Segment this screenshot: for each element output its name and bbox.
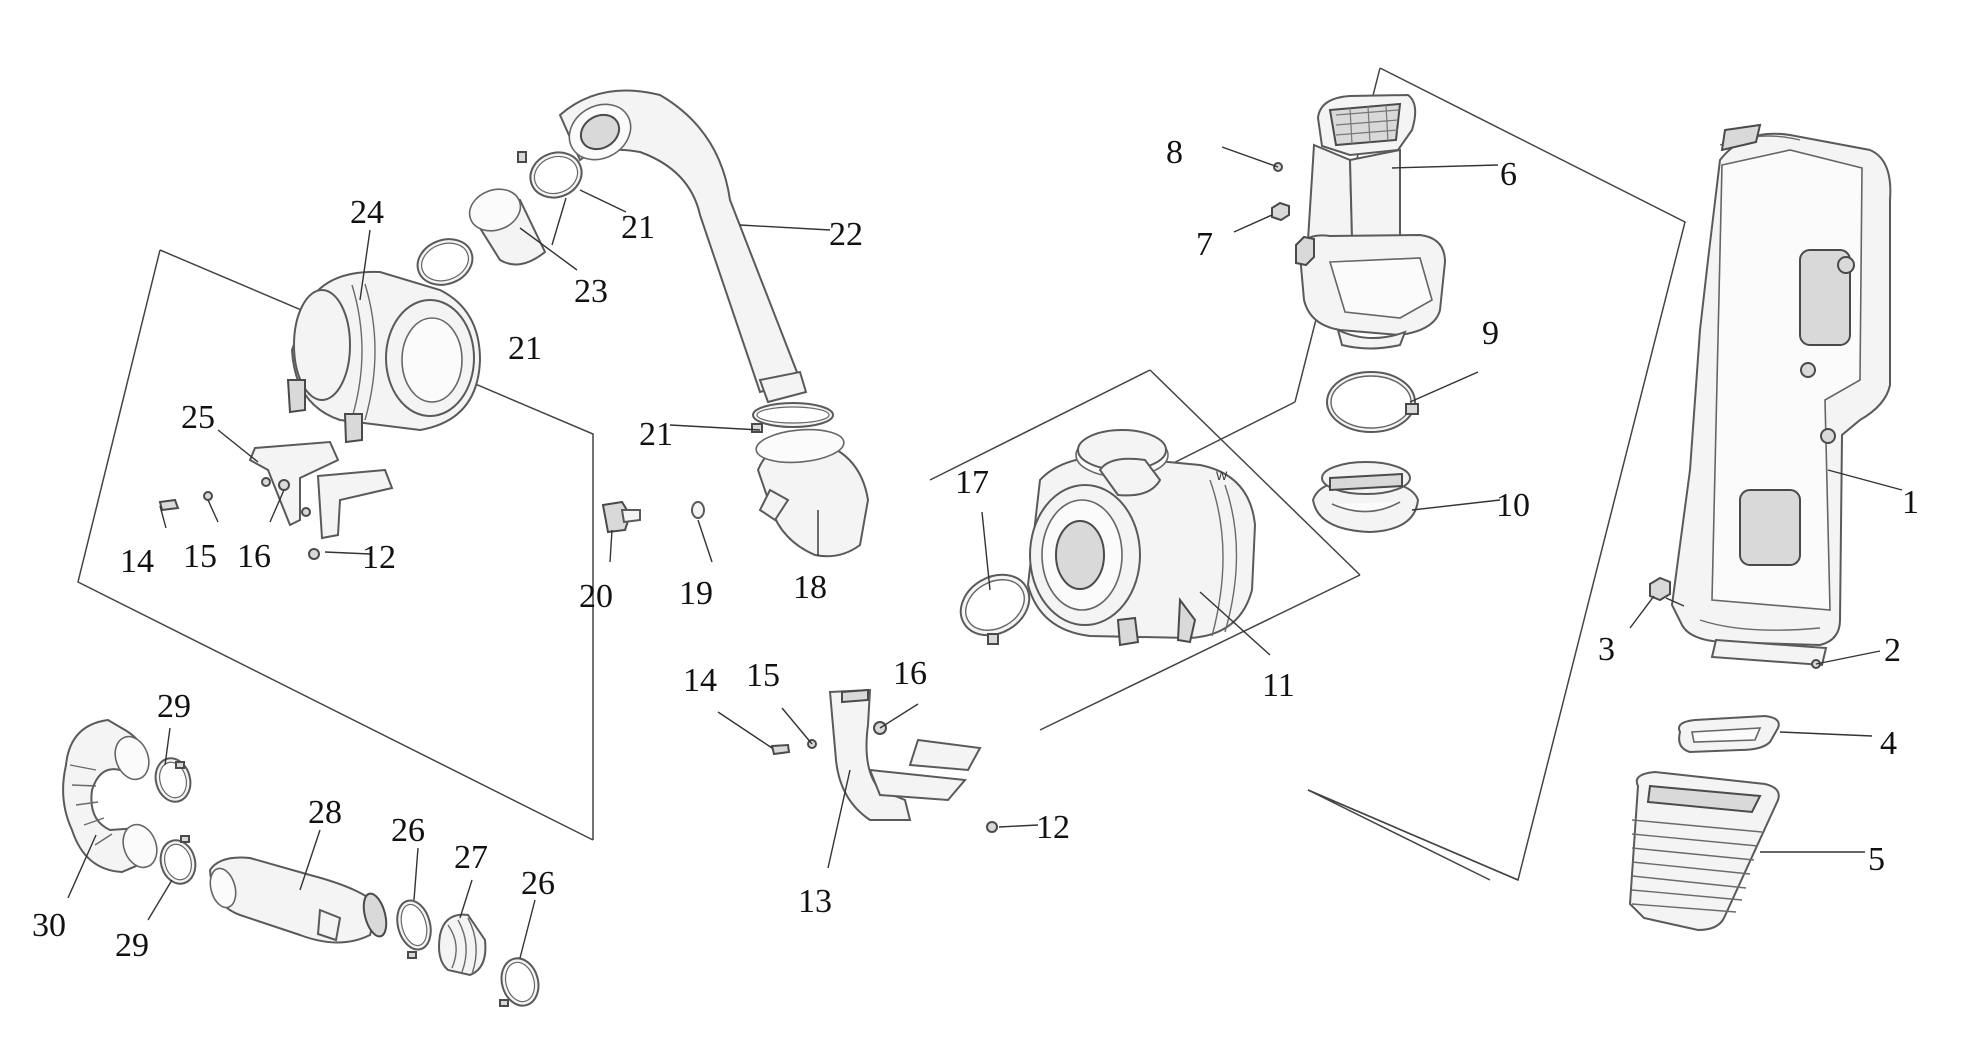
callout-30: 30 <box>32 907 66 944</box>
nut-part-16-left <box>278 479 290 491</box>
callout-17: 17 <box>955 464 989 501</box>
callout-19: 19 <box>679 575 713 612</box>
callout-14-left: 14 <box>120 543 154 580</box>
callout-1: 1 <box>1902 484 1919 521</box>
filter-housing-part-24 <box>286 270 482 444</box>
callout-26-b: 26 <box>521 865 555 902</box>
callout-23: 23 <box>574 273 608 310</box>
callout-24: 24 <box>350 194 384 231</box>
clamp-part-9 <box>1326 371 1419 433</box>
callout-15-right: 15 <box>746 657 780 694</box>
clamp-part-26-right <box>499 957 540 1007</box>
bellows-part-5 <box>1628 770 1780 932</box>
bolt-part-14-right <box>770 743 791 756</box>
nut-part-7 <box>1271 201 1290 222</box>
nut-part-12-left <box>308 548 320 560</box>
callout-21-a: 21 <box>621 209 655 246</box>
callout-14-right: 14 <box>683 662 717 699</box>
assembly-frame-lines <box>77 67 1686 882</box>
callout-11: 11 <box>1262 667 1295 704</box>
nut-part-12-right <box>986 821 998 833</box>
clamp-part-21-lower <box>751 402 834 433</box>
precleaner-inlet-part-10 <box>1311 461 1420 534</box>
sleeve-part-23 <box>468 188 547 266</box>
callout-3: 3 <box>1598 631 1615 668</box>
callout-labels: 1 2 3 4 5 6 7 8 9 10 11 12 12 13 14 14 1… <box>32 134 1919 964</box>
callout-2: 2 <box>1884 632 1901 669</box>
callout-16-left: 16 <box>237 538 271 575</box>
washer-part-15-left <box>203 491 213 501</box>
callout-12-left: 12 <box>362 539 396 576</box>
bolt-part-14-left <box>158 498 180 512</box>
callout-7: 7 <box>1196 226 1213 263</box>
callout-6: 6 <box>1500 156 1517 193</box>
callout-20: 20 <box>579 578 613 615</box>
elbow-hose-part-30 <box>62 718 158 874</box>
callout-18: 18 <box>793 569 827 606</box>
callout-4: 4 <box>1880 725 1897 762</box>
intake-pipe-part-22 <box>558 89 808 404</box>
clamp-part-17 <box>959 573 1031 645</box>
callout-29-b: 29 <box>115 927 149 964</box>
callout-5: 5 <box>1868 841 1885 878</box>
callout-21-b: 21 <box>508 330 542 367</box>
bolt-part-3 <box>1649 576 1685 607</box>
bracket-part-13 <box>828 688 982 821</box>
air-filter-part-11: W <box>1026 429 1257 647</box>
callout-28: 28 <box>308 794 342 831</box>
hose-part-28 <box>208 856 388 944</box>
callout-13: 13 <box>798 883 832 920</box>
intake-snorkel-part-1 <box>1670 123 1892 667</box>
callout-9: 9 <box>1482 315 1499 352</box>
elbow-part-18 <box>755 428 870 558</box>
callout-16-right: 16 <box>893 655 927 692</box>
coupler-part-27 <box>438 913 487 977</box>
o-ring-part-19 <box>691 501 705 519</box>
callout-22: 22 <box>829 216 863 253</box>
clamp-part-21-mid <box>416 238 474 286</box>
callout-26-a: 26 <box>391 812 425 849</box>
callout-29-a: 29 <box>157 688 191 725</box>
clamp-part-29-top <box>154 757 192 803</box>
callout-21-c: 21 <box>639 416 673 453</box>
bracket-part-25 <box>248 440 394 540</box>
callout-12-right: 12 <box>1036 809 1070 846</box>
leader-lines <box>67 146 1903 959</box>
callout-10: 10 <box>1496 487 1530 524</box>
clamp-part-26-left <box>396 899 432 959</box>
callout-25: 25 <box>181 399 215 436</box>
callout-27: 27 <box>454 839 488 876</box>
sensor-part-20 <box>601 500 641 534</box>
callout-8: 8 <box>1166 134 1183 171</box>
gasket-part-4 <box>1678 714 1780 754</box>
rain-cap-part-6 <box>1295 93 1447 350</box>
callout-15-left: 15 <box>183 538 217 575</box>
clamp-part-29-bottom <box>159 835 197 885</box>
svg-text:W: W <box>1216 469 1228 483</box>
clamp-part-21-top <box>517 151 583 199</box>
